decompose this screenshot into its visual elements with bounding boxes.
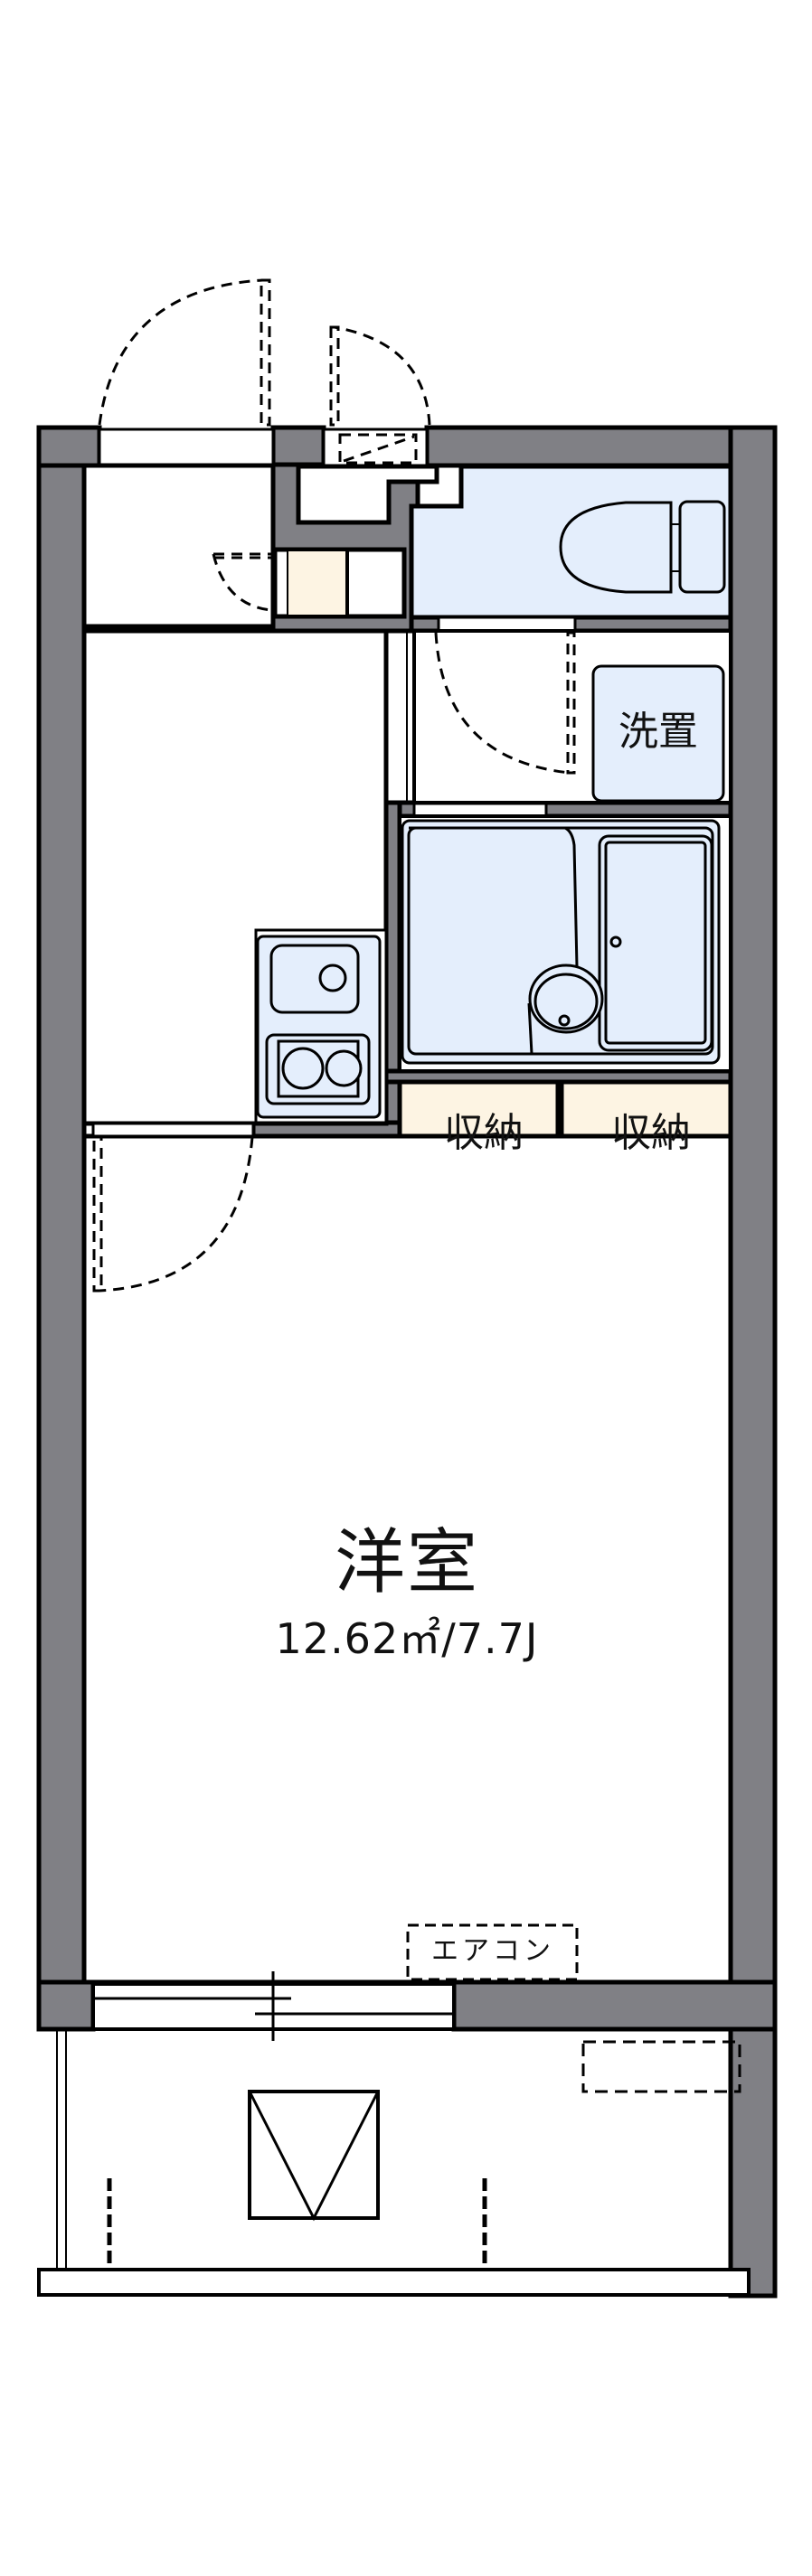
kitchen (254, 928, 388, 1124)
washer-place (591, 664, 725, 803)
balcony-rail (37, 2268, 751, 2297)
hall-floor (81, 628, 389, 1126)
toilet-bowl (559, 501, 673, 594)
toilet (559, 500, 726, 594)
room-name-western: 洋室 (334, 1522, 479, 1603)
toilet-tank (678, 500, 726, 594)
room-door-leaf (92, 1135, 103, 1293)
storage-left-label: 収納 (444, 1110, 524, 1156)
outdoor-unit (581, 2040, 741, 2093)
toilet-door-leaf (566, 631, 576, 775)
shoe-cabinet-beige (288, 551, 346, 615)
room-bottom-wall-left (36, 1979, 96, 2032)
meter-hatch (338, 433, 418, 465)
kitchen-sink (269, 944, 360, 1014)
burner-right (325, 1049, 363, 1087)
room-door-opening (91, 1122, 255, 1138)
room-door-swing (99, 1136, 254, 1293)
basin-drain (558, 1014, 571, 1027)
entrance-door-swing (98, 278, 263, 426)
left-wall (36, 425, 87, 2032)
entrance-door-leaf (260, 278, 271, 427)
toilet-door-swing (434, 632, 571, 775)
toilet-door-opening (437, 616, 577, 633)
burner-left (281, 1047, 325, 1090)
aircon-box (406, 1923, 579, 1981)
shoe-door-swing (212, 553, 272, 612)
washer-place-label: 洗置 (618, 709, 698, 755)
pipe-space (296, 464, 439, 525)
storage-right-label: 収納 (611, 1110, 691, 1156)
room-bottom-wall (451, 1979, 778, 2032)
meter-door-swing (334, 325, 431, 426)
meter-door-leaf (329, 325, 340, 427)
balcony (37, 2029, 751, 2297)
drain-box (248, 2090, 380, 2220)
room-area-western: 12.62㎡/7.7J (275, 1614, 539, 1663)
sink-drain (318, 964, 347, 992)
tub-drain (609, 935, 622, 948)
top-wall-left (36, 425, 102, 468)
top-wall-center (270, 425, 326, 468)
entrance-opening (98, 428, 275, 467)
top-wall-right (424, 425, 733, 468)
aircon-label: エアコン (431, 1935, 554, 1967)
drain-symbol (248, 2091, 380, 2222)
bath-fixtures (401, 819, 721, 1065)
bath-door-opening (412, 802, 548, 818)
western-room-floor (81, 1133, 733, 1985)
